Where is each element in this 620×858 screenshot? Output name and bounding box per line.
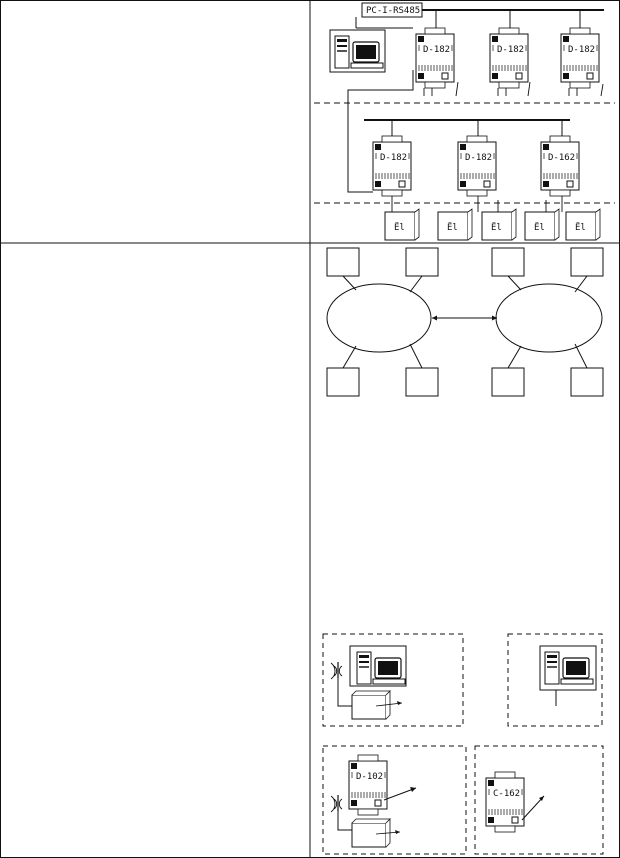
radio-modem — [351, 694, 387, 720]
meter-label: Ёl — [491, 222, 502, 233]
module-label: C-162 — [493, 789, 520, 799]
node-box — [405, 367, 439, 397]
node-box — [491, 367, 525, 397]
dashed-boundary — [507, 633, 603, 727]
radio-modem — [351, 822, 387, 848]
module-bottom-1: D-182 — [372, 135, 412, 197]
antenna-icon — [330, 794, 343, 813]
module-bottom-2: D-182 — [457, 135, 497, 197]
meter-3: Ёl — [481, 208, 517, 241]
meter-1: Ёl — [384, 208, 420, 241]
module-top-3: D-182 — [560, 27, 600, 89]
network-cloud — [326, 283, 432, 353]
meter-label: Ёl — [447, 222, 458, 233]
node-box — [491, 247, 525, 277]
module-label: D-182 — [465, 153, 492, 163]
antenna-icon — [330, 661, 343, 680]
module-label: D-182 — [568, 45, 595, 55]
module-label: D-182 — [380, 153, 407, 163]
dashed-boundary — [322, 633, 464, 727]
module-label: D-102 — [356, 772, 383, 782]
rs485-network-diagram: PC-I-RS485 D-182 D-182 D-182 — [314, 2, 615, 241]
node-box — [326, 247, 360, 277]
node-box — [326, 367, 360, 397]
meter-2: Ёl — [437, 208, 473, 241]
meter-5: Ёl — [565, 208, 601, 241]
node-box — [405, 247, 439, 277]
meter-4: Ёl — [524, 208, 560, 241]
network-cloud — [495, 283, 603, 353]
module-label: D-182 — [497, 45, 524, 55]
node-box — [570, 367, 604, 397]
wireless-module-2: C-162 — [485, 771, 525, 833]
dashed-boundary — [474, 745, 604, 855]
wireless-module-1: D-102 — [348, 754, 388, 816]
module-label: D-162 — [548, 153, 575, 163]
wireless-module-diagram: D-102 C-162 — [322, 745, 604, 855]
module-bottom-3: D-162 — [540, 135, 580, 197]
module-label: D-182 — [423, 45, 450, 55]
node-box — [570, 247, 604, 277]
network-link-diagram — [326, 247, 604, 397]
meter-label: Ёl — [575, 222, 586, 233]
converter-label: PC-I-RS485 — [366, 6, 420, 16]
wireless-pc-diagram — [322, 633, 603, 727]
module-top-1: D-182 — [415, 27, 455, 89]
dashed-boundary — [322, 745, 467, 855]
meter-label: Ёl — [394, 222, 405, 233]
module-top-2: D-182 — [489, 27, 529, 89]
meter-label: Ёl — [534, 222, 545, 233]
